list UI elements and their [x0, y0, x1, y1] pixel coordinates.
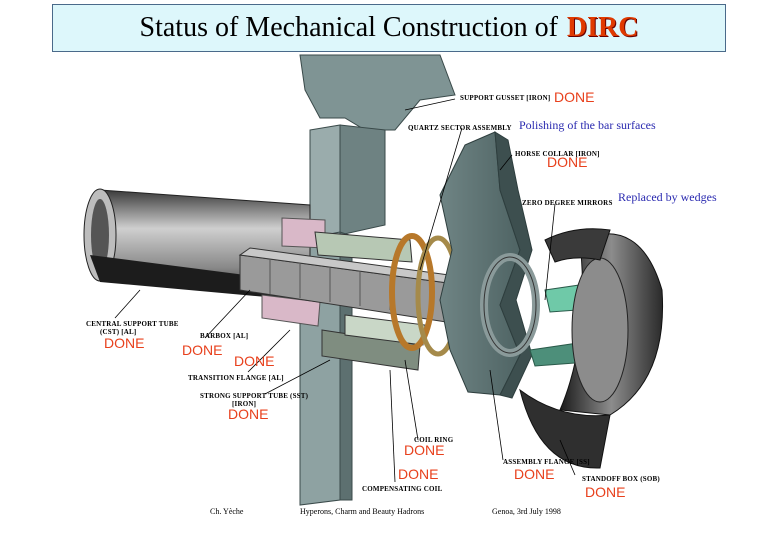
done-assembly-flange: DONE [514, 466, 555, 482]
strong-support-tube [314, 231, 426, 371]
label-zero-degree-mirrors: ZERO DEGREE MIRRORS [522, 199, 613, 207]
done-horse-collar: DONE [547, 154, 588, 170]
done-cst: DONE [104, 335, 145, 351]
footer-event: Hyperons, Charm and Beauty Hadrons [300, 507, 425, 516]
footer-author: Ch. Yèche [210, 507, 244, 516]
label-sst-line1: STRONG SUPPORT TUBE (SST) [200, 392, 309, 400]
assembly-flange [480, 253, 540, 357]
label-coil-ring: COIL RING [414, 436, 454, 444]
label-horse-collar: HORSE COLLAR [IRON] [515, 150, 600, 158]
done-sst: DONE [228, 406, 269, 422]
done-barbox: DONE [182, 342, 223, 358]
done-support-gusset: DONE [554, 89, 595, 105]
label-assembly-flange: ASSEMBLY FLANGE [SS] [503, 458, 590, 466]
footer-place-date: Genoa, 3rd July 1998 [492, 507, 561, 516]
done-standoff-box: DONE [585, 484, 626, 500]
label-compensating-coil: COMPENSATING COIL [362, 485, 443, 493]
standoff-box [519, 228, 664, 469]
label-sst-line2: [IRON] [232, 400, 257, 408]
done-transition-flange: DONE [234, 353, 275, 369]
label-standoff-box: STANDOFF BOX (SOB) [582, 475, 660, 483]
label-barbox: BARBOX [AL] [200, 332, 249, 340]
slide-title: Status of Mechanical Construction of [139, 12, 558, 43]
support-gusset [299, 54, 456, 241]
done-compensating-coil: DONE [398, 466, 439, 482]
done-coil-ring: DONE [404, 442, 445, 458]
note-polishing: Polishing of the bar surfaces [519, 118, 656, 132]
label-cst-line1: CENTRAL SUPPORT TUBE [86, 320, 179, 328]
label-transition-flange: TRANSITION FLANGE [AL] [188, 374, 284, 382]
label-quartz-sector: QUARTZ SECTOR ASSEMBLY [408, 124, 512, 132]
note-replaced-by-wedges: Replaced by wedges [618, 190, 717, 204]
label-support-gusset: SUPPORT GUSSET [IRON] [460, 94, 551, 102]
slide-title-accent: DIRC [566, 12, 639, 43]
quartz-sector-plate [439, 131, 533, 399]
leader-lines [114, 98, 576, 483]
label-cst-line2: (CST) [AL] [100, 328, 137, 336]
title-banner: Status of Mechanical Construction of DIR… [52, 4, 726, 52]
